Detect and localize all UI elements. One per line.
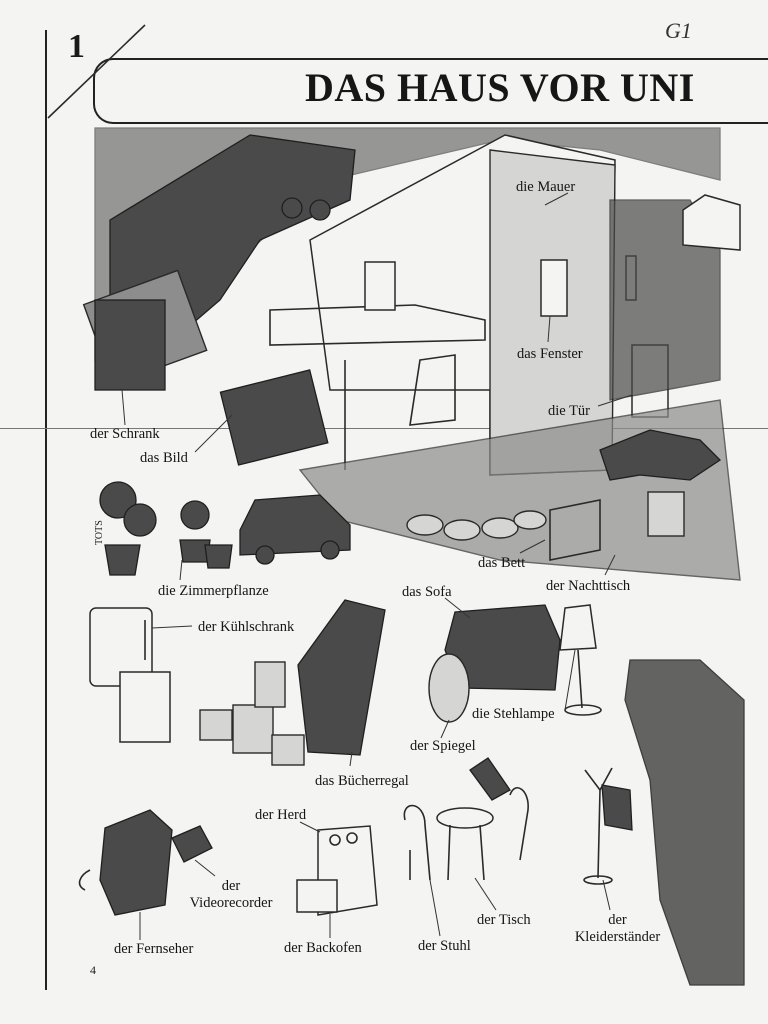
window-drawing — [540, 259, 568, 317]
label-bild: das Bild — [140, 450, 188, 466]
mirror-drawing — [428, 653, 470, 723]
label-kuehlschrank: der Kühlschrank — [198, 619, 295, 635]
label-spiegel: der Spiegel — [410, 738, 476, 754]
fridge-drawing — [89, 607, 171, 743]
table-chairs-drawing — [403, 757, 529, 881]
label-kleiderstaender-line1: der — [608, 912, 627, 928]
handwritten-mark: G1 — [665, 18, 692, 43]
scan-fold-line — [0, 428, 768, 429]
chapter-number: 1 — [68, 28, 85, 65]
page-number: 4 — [90, 963, 96, 977]
page-border — [45, 30, 768, 990]
label-bett: das Bett — [478, 555, 526, 571]
label-backofen: der Backofen — [284, 940, 362, 956]
moving-boxes — [199, 661, 305, 766]
label-videorecorder: der Videorecorder — [176, 878, 286, 912]
sheep-flock — [406, 510, 547, 541]
label-fenster: das Fenster — [517, 346, 583, 362]
label-nachttisch: der Nachttisch — [546, 578, 631, 594]
label-mauer: die Mauer — [516, 179, 576, 195]
woman-drawing — [624, 659, 745, 986]
label-buecherregal: das Bücherregal — [315, 773, 409, 789]
vcr-drawing — [171, 825, 213, 863]
label-stehlampe: die Stehlampe — [472, 706, 555, 722]
label-tuer: die Tür — [548, 403, 591, 419]
stove-drawing — [296, 825, 378, 916]
sofa-drawing — [444, 604, 561, 691]
label-videorecorder-line2: Videorecorder — [189, 895, 273, 911]
tv-drawing — [99, 809, 173, 916]
header-frame — [93, 58, 768, 124]
artist-signature: TOTS — [94, 520, 105, 545]
label-fernseher: der Fernseher — [114, 941, 194, 957]
label-kleiderstaender-line2: Kleiderständer — [574, 929, 661, 945]
label-videorecorder-line1: der — [221, 878, 241, 894]
floor-lamp-drawing — [559, 604, 602, 716]
coat-stand-drawing — [583, 767, 633, 885]
corner-diagonal-line — [47, 24, 146, 119]
label-tisch: der Tisch — [477, 912, 531, 928]
bookshelf-drawing — [297, 599, 386, 756]
label-sofa: das Sofa — [402, 584, 452, 600]
bed-drawing — [549, 499, 601, 561]
wardrobe-drawing — [94, 299, 166, 391]
house — [269, 134, 669, 476]
label-schrank: der Schrank — [90, 426, 160, 442]
label-zimmerpflanze: die Zimmerpflanze — [158, 583, 269, 599]
label-stuhl: der Stuhl — [418, 938, 471, 954]
label-kleiderstaender: der Kleiderständer — [555, 912, 680, 946]
picture-drawing — [219, 369, 329, 466]
houseplants — [99, 481, 233, 576]
leader-lines — [121, 192, 633, 940]
nightstand-drawing — [647, 491, 685, 537]
car — [239, 494, 351, 565]
page-title: DAS HAUS VOR UNI — [305, 65, 695, 110]
label-herd: der Herd — [255, 807, 307, 823]
